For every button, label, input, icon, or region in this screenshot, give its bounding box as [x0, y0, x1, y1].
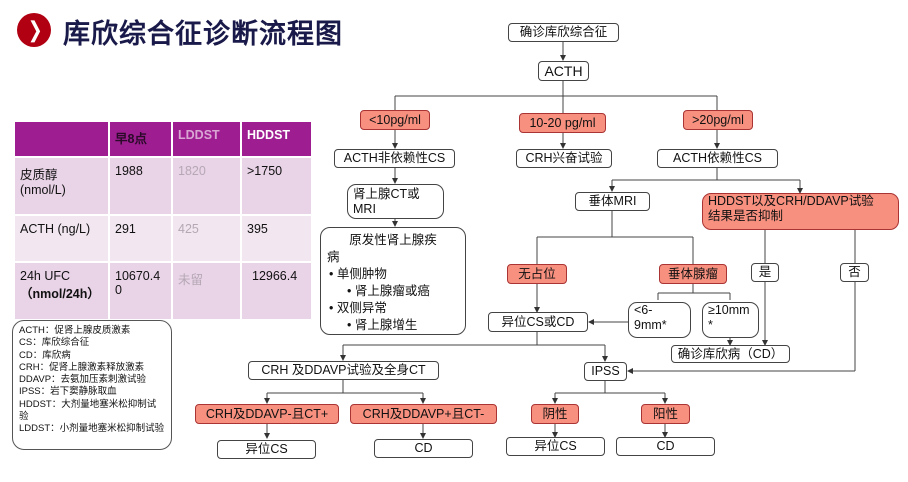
abbreviation-legend: ACTH：促肾上腺皮质激素 CS：库欣综合征 CD：库欣病 CRH：促肾上腺激素…: [12, 320, 172, 450]
list-item: • 肾上腺瘤或癌: [347, 284, 430, 298]
node-ipss-negative: 阴性: [531, 404, 579, 424]
node-acth-low: <10pg/ml: [360, 110, 430, 130]
node-acth-dependent: ACTH依赖性CS: [657, 149, 778, 168]
legend-item: DDAVP：去氨加压素刺激试验: [19, 374, 147, 386]
row-label: 24h UFC（nmol/24h）: [15, 263, 108, 319]
node-ipss-positive: 阳性: [641, 404, 690, 424]
node-acth: ACTH: [538, 61, 589, 81]
lab-results-table: 早8点 LDDST HDDST 皮质醇(nmol/L) 1988 1820 >1…: [13, 120, 313, 321]
legend-item: CD：库欣病: [19, 349, 71, 361]
node-crh-ddavp-ct: CRH 及DDAVP试验及全身CT: [248, 361, 439, 380]
node-ectopic-or-cd: 异位CS或CD: [488, 312, 588, 332]
node-acth-high: >20pg/ml: [683, 110, 753, 130]
node-outcome-ectopic-cs-ipss: 异位CS: [506, 437, 605, 456]
node-yes: 是: [751, 263, 779, 282]
row-label: 皮质醇(nmol/L): [15, 158, 108, 214]
node-no-lesion: 无占位: [507, 264, 567, 284]
chevron-right-icon: ❯: [17, 13, 51, 47]
table-cell: 12966.4: [242, 263, 311, 319]
legend-item: LDDST：小剂量地塞米松抑制试验: [19, 423, 165, 435]
list-item: • 双侧异常: [329, 301, 387, 315]
table-cell: 395: [242, 216, 311, 261]
node-outcome-cd: CD: [374, 439, 473, 458]
node-no: 否: [840, 263, 869, 282]
node-negative-ct-positive: CRH及DDAVP-且CT+: [195, 404, 339, 424]
node-outcome-cd-ipss: CD: [616, 437, 715, 456]
node-ipss: IPSS: [584, 362, 627, 381]
page-title: 库欣综合征诊断流程图: [63, 19, 343, 49]
table-header-row: 早8点 LDDST HDDST: [15, 122, 311, 156]
table-cell: 291: [110, 216, 171, 261]
column-header: LDDST: [173, 122, 240, 156]
column-header: HDDST: [242, 122, 311, 156]
table-cell: >1750: [242, 158, 311, 214]
list-item: • 单侧肿物: [329, 267, 387, 281]
node-primary-adrenal-disease: 原发性肾上腺疾 病 • 单侧肿物 • 肾上腺瘤或癌 • 双侧异常 • 肾上腺增生: [320, 227, 466, 335]
node-pituitary-adenoma: 垂体腺瘤: [659, 264, 727, 284]
node-acth-independent: ACTH非依赖性CS: [334, 149, 455, 168]
node-suppression-test: HDDST以及CRH/DDAVP试验 结果是否抑制: [702, 193, 899, 230]
legend-item: HDDST：大剂量地塞米松抑制试验: [19, 398, 157, 423]
table-row: 皮质醇(nmol/L) 1988 1820 >1750: [15, 158, 311, 214]
table-row: 24h UFC（nmol/24h） 10670.40 未留 12966.4: [15, 263, 311, 319]
column-header: [15, 122, 108, 156]
node-small-adenoma: <6- 9mm*: [628, 302, 691, 338]
legend-item: IPSS：岩下窦静脉取血: [19, 386, 117, 398]
row-label: ACTH (ng/L): [15, 216, 108, 261]
legend-item: CRH：促肾上腺激素释放激素: [19, 361, 145, 373]
node-large-adenoma: ≥10mm *: [702, 302, 759, 338]
node-adrenal-imaging: 肾上腺CT或 MRI: [347, 184, 444, 219]
table-cell: 未留: [173, 263, 240, 319]
legend-item: CS：库欣综合征: [19, 337, 90, 349]
node-confirm-cd: 确诊库欣病（CD）: [671, 345, 790, 363]
node-outcome-ectopic-cs: 异位CS: [217, 440, 316, 459]
node-pituitary-mri: 垂体MRI: [575, 192, 650, 211]
list-item: • 肾上腺增生: [347, 318, 418, 332]
node-crh-test: CRH兴奋试验: [516, 149, 612, 168]
node-confirm-cs: 确诊库欣综合征: [508, 23, 619, 42]
table-cell: 10670.40: [110, 263, 171, 319]
table-cell: 425: [173, 216, 240, 261]
node-acth-mid: 10-20 pg/ml: [519, 113, 606, 133]
node-positive-ct-negative: CRH及DDAVP+且CT-: [350, 404, 497, 424]
table-row: ACTH (ng/L) 291 425 395: [15, 216, 311, 261]
table-cell: 1820: [173, 158, 240, 214]
column-header: 早8点: [110, 122, 171, 156]
legend-item: ACTH：促肾上腺皮质激素: [19, 325, 131, 336]
table-cell: 1988: [110, 158, 171, 214]
